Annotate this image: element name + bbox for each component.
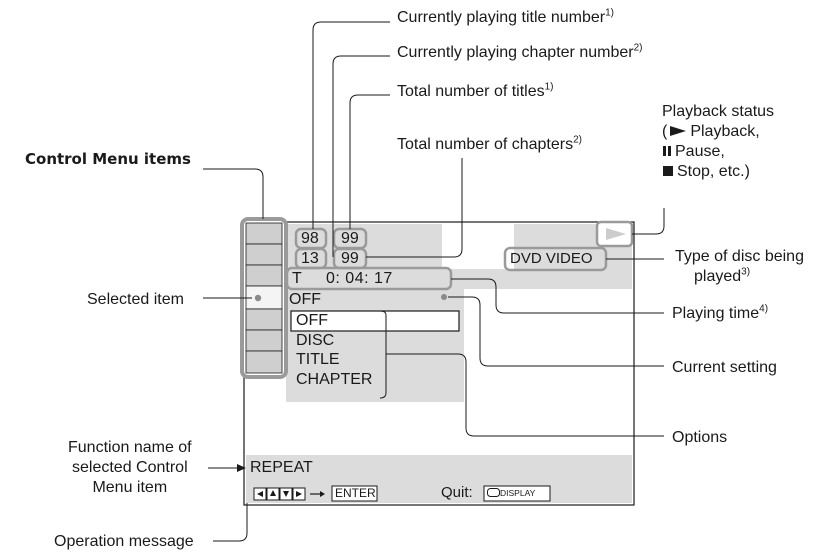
menu-tab xyxy=(245,243,283,266)
label-chapter-number: Currently playing chapter number2) xyxy=(397,42,643,61)
option-disc[interactable]: DISC xyxy=(296,332,335,349)
display-key-icon xyxy=(487,488,500,497)
menu-tab xyxy=(245,308,283,331)
label-playing-time: Playing time4) xyxy=(672,303,769,322)
menu-tab xyxy=(245,329,283,352)
play-icon xyxy=(670,126,687,136)
option-off[interactable]: OFF xyxy=(296,312,328,329)
option-title[interactable]: TITLE xyxy=(296,351,340,368)
pause-icon xyxy=(663,146,671,156)
label-disc-type: Type of disc being played3) xyxy=(675,248,804,285)
display-key-box xyxy=(483,485,551,502)
function-arrow-head xyxy=(237,464,246,472)
function-name-value: REPEAT xyxy=(250,459,313,476)
chapter-number-value: 13 xyxy=(301,250,319,267)
disc-type-value: DVD VIDEO xyxy=(510,250,593,267)
time-prefix: T xyxy=(292,270,302,287)
function-bar xyxy=(246,455,632,503)
total-chapters-value: 99 xyxy=(341,250,359,267)
label-selected-item: Selected item xyxy=(87,291,184,308)
label-operation-message: Operation message xyxy=(54,533,194,550)
stop-icon xyxy=(663,166,673,176)
enter-key-box xyxy=(331,485,378,502)
play-status-icon xyxy=(606,228,626,240)
label-current-setting: Current setting xyxy=(672,359,777,376)
current-setting-dot xyxy=(441,294,447,300)
menu-tab xyxy=(245,264,283,287)
current-setting-value: OFF xyxy=(289,291,321,308)
title-number-value: 98 xyxy=(301,230,319,247)
operation-icons xyxy=(253,487,325,501)
leader-lines xyxy=(203,21,665,542)
quit-label: Quit: xyxy=(441,484,473,501)
selected-item-dot xyxy=(254,294,262,302)
options-panel xyxy=(286,289,464,402)
total-titles-value: 99 xyxy=(341,230,359,247)
playing-time-value: 0: 04: 17 xyxy=(326,270,393,287)
display-key: DISPLAY xyxy=(487,487,535,500)
enter-key-label: ENTER xyxy=(335,486,376,500)
selected-option-box xyxy=(290,310,460,332)
label-function-name: Function name of selected Control Menu i… xyxy=(68,439,192,496)
menu-tab xyxy=(245,222,283,245)
option-chapter[interactable]: CHAPTER xyxy=(296,371,373,388)
label-playback-status: Playback status (Playback, Pause, Stop, … xyxy=(662,103,775,180)
label-control-menu-items: Control Menu items xyxy=(25,150,191,168)
label-total-chapters: Total number of chapters2) xyxy=(397,134,582,153)
label-title-number: Currently playing title number1) xyxy=(397,7,614,26)
label-options: Options xyxy=(672,429,728,446)
label-total-titles: Total number of titles1) xyxy=(397,81,554,100)
menu-tab xyxy=(245,350,283,374)
